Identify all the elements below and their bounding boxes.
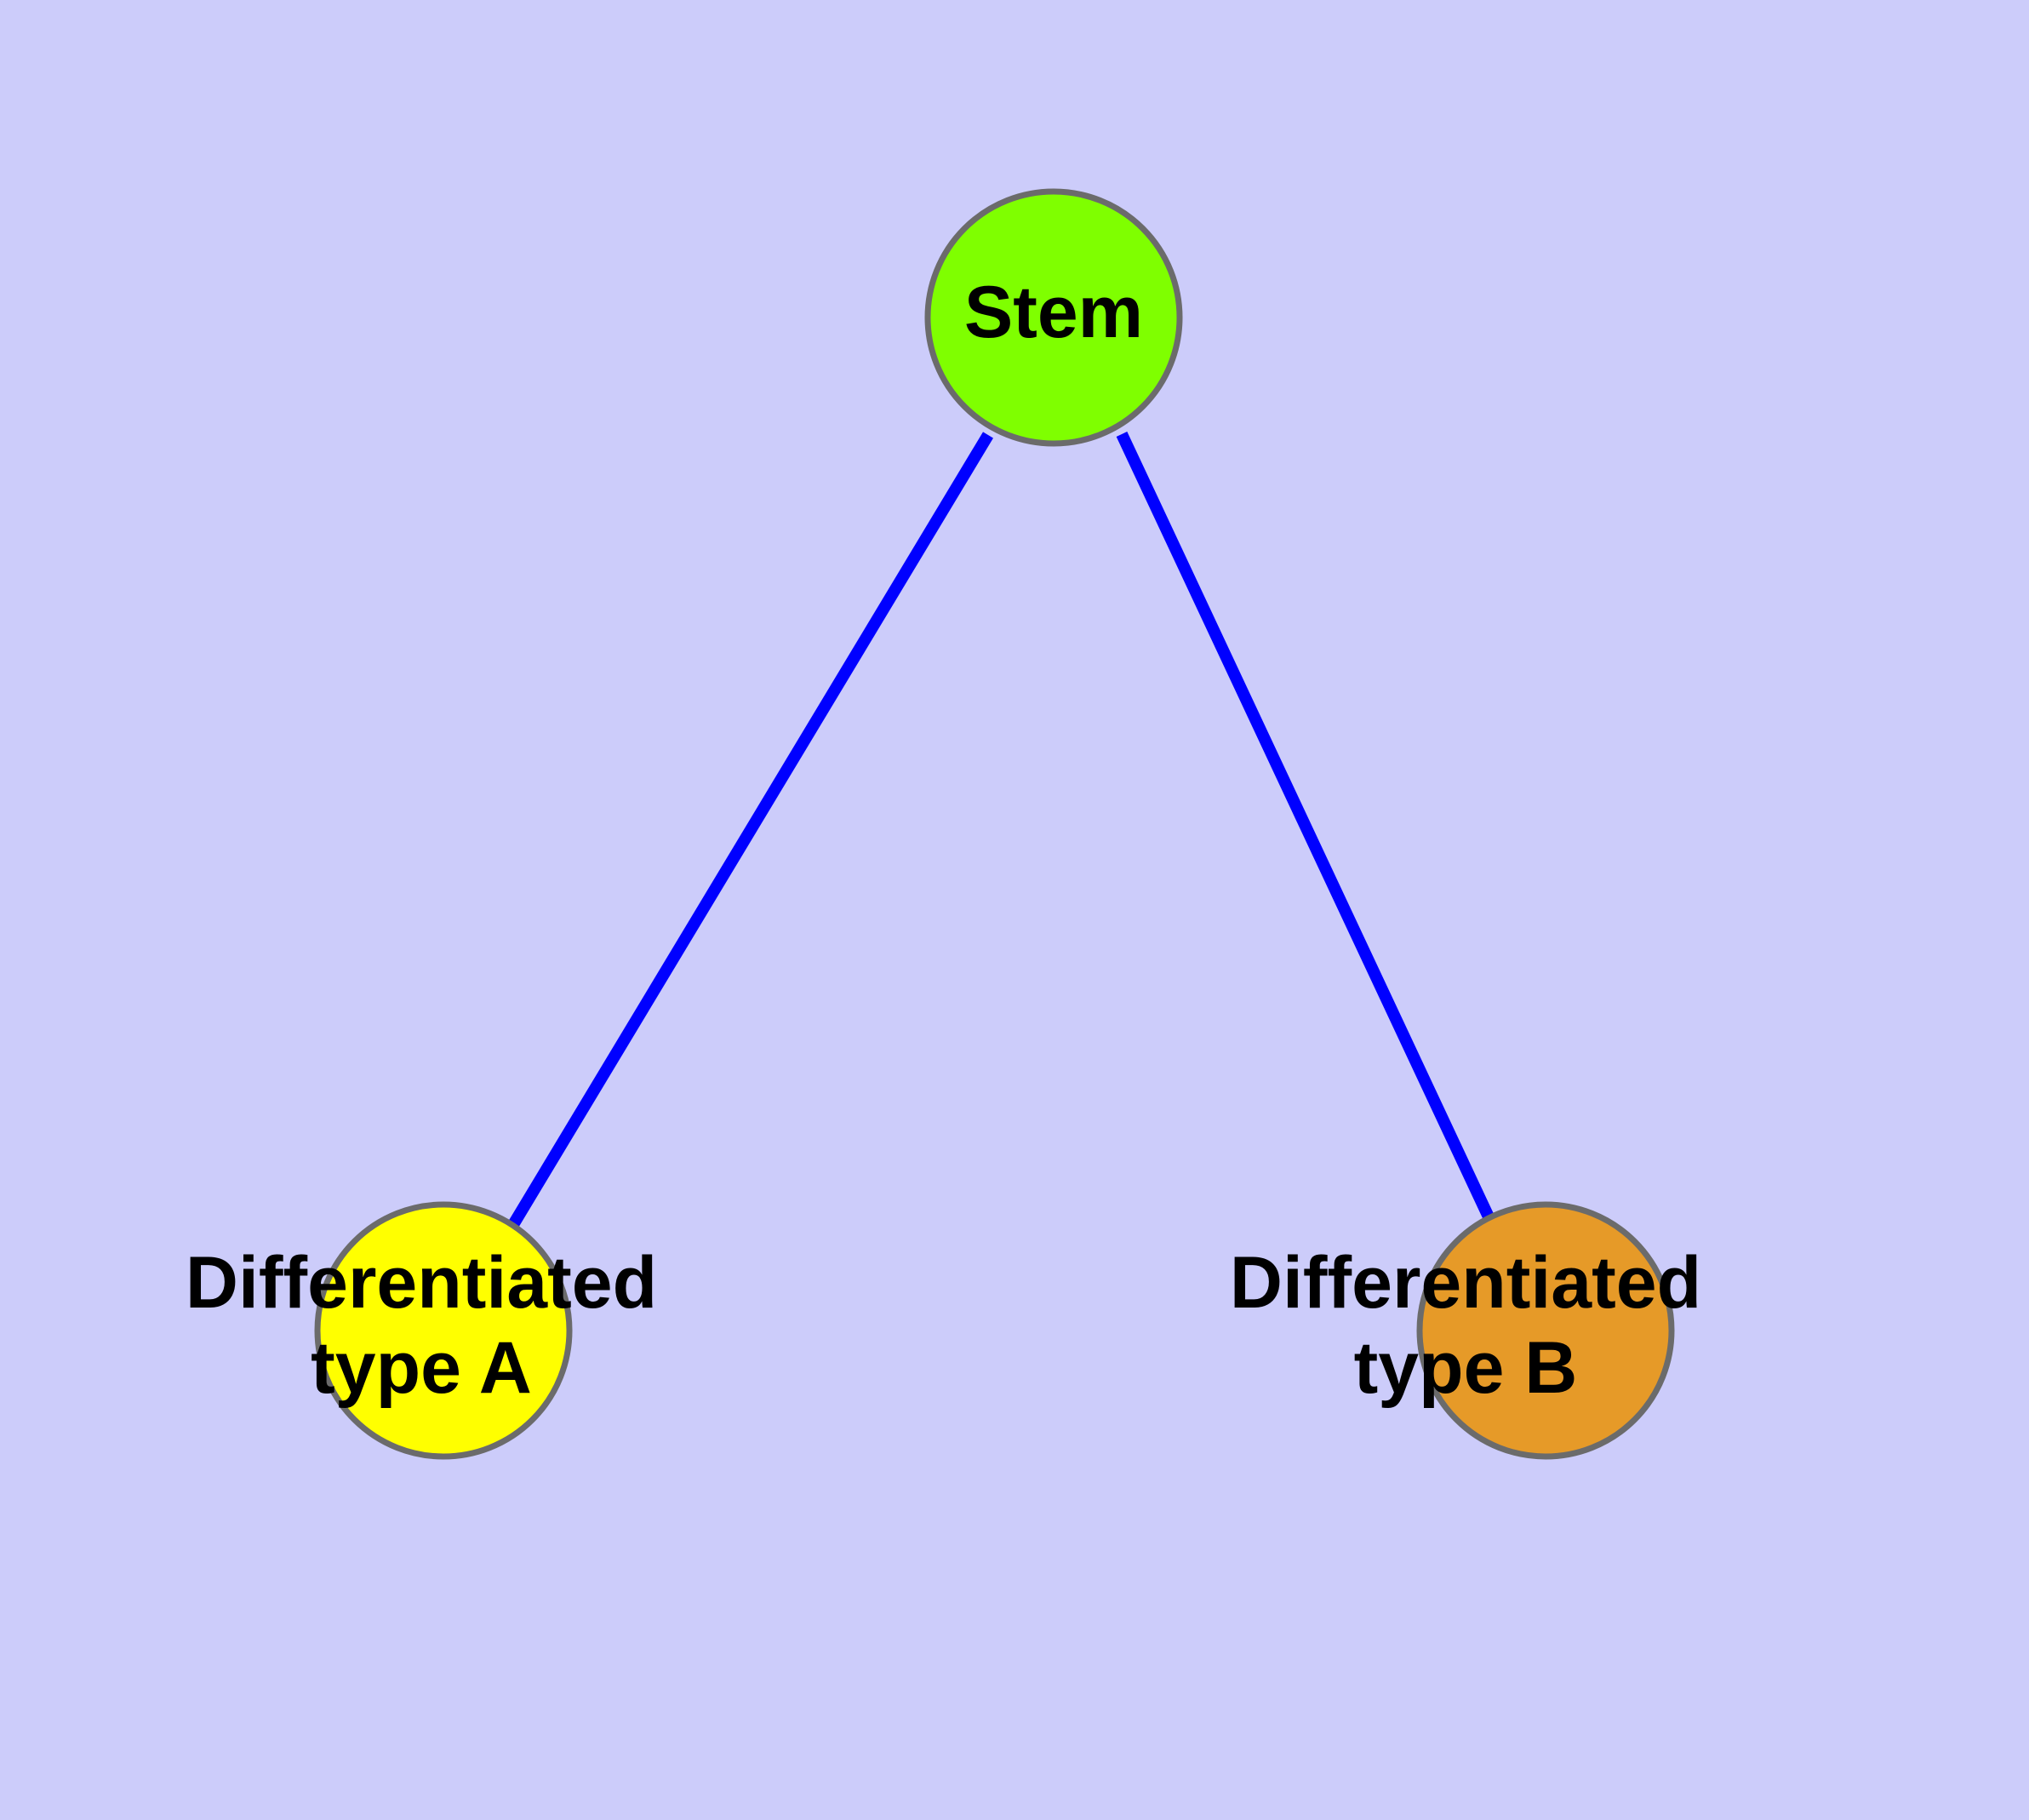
nodes-layer <box>314 188 1675 1460</box>
node-label-line: Stem <box>964 272 1143 353</box>
node-diff-type-a-circle[interactable] <box>314 1201 573 1460</box>
edge-stem-to-type-b <box>1116 432 1498 1227</box>
edges-layer <box>509 432 1498 1227</box>
node-stem-label: Stem <box>964 272 1143 353</box>
edge-stem-to-type-a <box>509 432 993 1227</box>
node-diff-type-b-circle[interactable] <box>1416 1201 1675 1460</box>
node-label-line: Differentiated <box>1230 1242 1701 1324</box>
node-label-line: type B <box>1354 1327 1578 1409</box>
node-label-line: Differentiated <box>186 1242 657 1324</box>
node-stem-circle[interactable] <box>924 188 1183 447</box>
node-label-line: type A <box>311 1327 532 1409</box>
